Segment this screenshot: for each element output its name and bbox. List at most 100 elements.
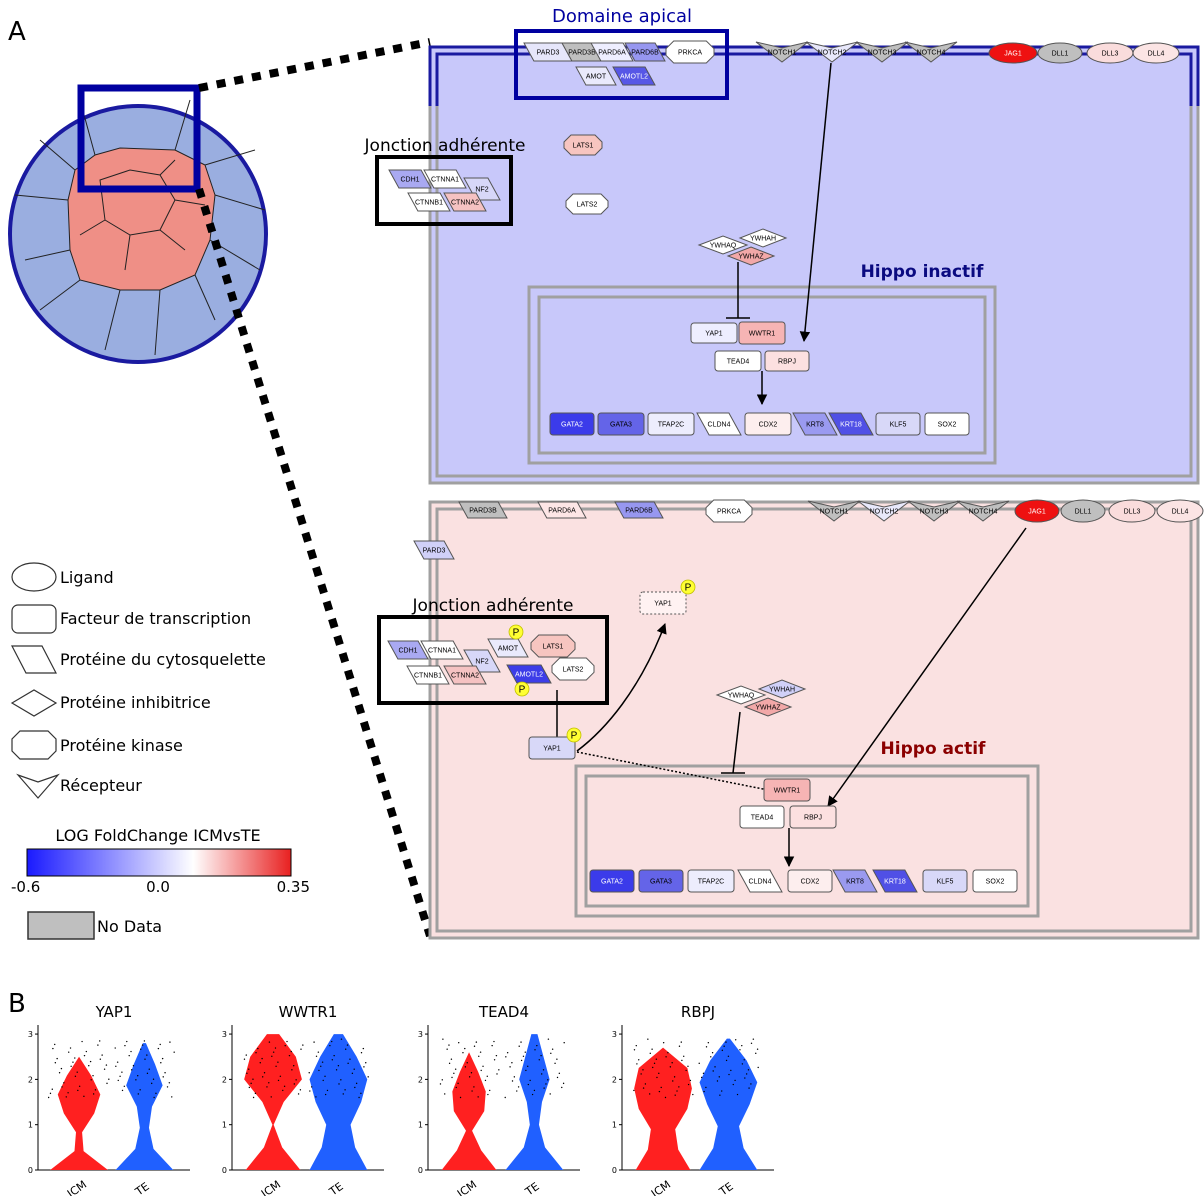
data-point bbox=[453, 1072, 455, 1075]
node-sox2-b: SOX2 bbox=[972, 869, 1018, 893]
node-label: TEAD4 bbox=[751, 815, 774, 822]
data-point bbox=[658, 1072, 660, 1075]
node-label: PARD3B bbox=[469, 508, 497, 515]
data-point bbox=[687, 1083, 690, 1086]
data-point bbox=[533, 1089, 536, 1092]
data-point bbox=[117, 1079, 119, 1082]
data-point bbox=[547, 1079, 549, 1081]
data-point bbox=[450, 1058, 453, 1060]
data-point bbox=[538, 1059, 540, 1061]
data-point bbox=[268, 1041, 271, 1043]
data-point bbox=[651, 1048, 653, 1050]
y-tick-label: 2 bbox=[418, 1075, 423, 1084]
data-point bbox=[680, 1041, 682, 1043]
bottom-junction-box bbox=[377, 615, 609, 705]
data-point bbox=[741, 1044, 743, 1047]
data-point bbox=[692, 1093, 694, 1096]
violin-te bbox=[309, 1034, 368, 1170]
data-point bbox=[714, 1066, 716, 1068]
y-tick-label: 0 bbox=[28, 1166, 33, 1175]
group-label: TE bbox=[522, 1180, 542, 1196]
data-point bbox=[504, 1096, 506, 1099]
data-point bbox=[54, 1043, 56, 1046]
data-point bbox=[656, 1076, 658, 1079]
group-label: ICM bbox=[65, 1178, 89, 1196]
phospho-marker: P bbox=[680, 579, 696, 595]
data-point bbox=[49, 1092, 52, 1095]
data-point bbox=[642, 1069, 644, 1071]
node-krt18-t: KRT18 bbox=[828, 412, 874, 436]
violin-icm bbox=[244, 1034, 302, 1170]
top-nucleus bbox=[527, 285, 997, 465]
data-point bbox=[128, 1054, 130, 1057]
node-pard6b-t: PARD6B bbox=[624, 42, 666, 62]
apical-domain-box bbox=[514, 29, 729, 100]
node-label: PARD6B bbox=[631, 50, 659, 57]
data-point bbox=[358, 1096, 360, 1099]
hippo-inactive-label: Hippo inactif bbox=[861, 262, 984, 282]
data-point bbox=[462, 1052, 464, 1054]
receptor-shape-icon bbox=[16, 773, 60, 799]
data-point bbox=[360, 1052, 363, 1054]
data-point bbox=[520, 1059, 523, 1062]
node-krt8-t: KRT8 bbox=[792, 412, 838, 436]
node-notch3-b: NOTCH3 bbox=[907, 500, 961, 522]
data-point bbox=[660, 1086, 662, 1089]
node-label: GATA3 bbox=[650, 879, 672, 886]
node-pard6b-b: PARD6B bbox=[614, 501, 664, 519]
inner-cell-mass bbox=[67, 147, 216, 291]
data-point bbox=[543, 1087, 545, 1089]
node-ctnnb1-t: CTNNB1 bbox=[407, 192, 451, 212]
node-nf2-b: NF2 bbox=[463, 649, 501, 673]
data-point bbox=[291, 1069, 293, 1071]
data-point bbox=[78, 1085, 81, 1088]
data-point bbox=[144, 1058, 146, 1060]
data-point bbox=[734, 1039, 737, 1041]
data-point bbox=[536, 1044, 538, 1047]
data-point bbox=[119, 1075, 121, 1077]
data-point bbox=[473, 1086, 475, 1088]
data-point bbox=[333, 1054, 335, 1057]
data-point bbox=[90, 1079, 92, 1081]
violin-icm bbox=[634, 1047, 692, 1170]
data-point bbox=[77, 1089, 79, 1092]
node-amot-b: AMOT bbox=[487, 638, 529, 658]
node-label: DLL1 bbox=[1052, 51, 1069, 58]
data-point bbox=[321, 1061, 324, 1063]
data-point bbox=[524, 1051, 526, 1053]
data-point bbox=[466, 1062, 468, 1064]
data-point bbox=[676, 1090, 678, 1092]
legend-item-cytoskeleton: Protéine du cytosquelette bbox=[11, 645, 266, 674]
node-tfap2c-t: TFAP2C bbox=[647, 412, 695, 436]
data-point bbox=[248, 1086, 251, 1089]
data-point bbox=[732, 1083, 734, 1086]
data-point bbox=[161, 1057, 164, 1060]
node-label: NOTCH1 bbox=[820, 509, 849, 516]
node-ywhaq-b: YWHAQ bbox=[715, 685, 767, 705]
data-point bbox=[68, 1051, 70, 1053]
data-point bbox=[703, 1090, 705, 1093]
top-panel: Domaine apical Jonction adhérente Hippo … bbox=[364, 6, 1200, 485]
node-notch4-b: NOTCH4 bbox=[956, 500, 1010, 522]
data-point bbox=[681, 1059, 683, 1062]
data-point bbox=[725, 1041, 727, 1043]
data-point bbox=[741, 1063, 744, 1065]
data-point bbox=[320, 1065, 322, 1067]
y-tick-label: 3 bbox=[28, 1030, 33, 1039]
data-point bbox=[664, 1096, 667, 1099]
node-label: KLF5 bbox=[937, 879, 954, 886]
node-label: JAG1 bbox=[1028, 509, 1046, 516]
data-point bbox=[475, 1041, 478, 1043]
data-point bbox=[282, 1089, 284, 1092]
data-point bbox=[509, 1066, 511, 1068]
data-point bbox=[517, 1086, 520, 1088]
data-point bbox=[640, 1073, 642, 1075]
violin-te bbox=[505, 1034, 564, 1170]
data-point bbox=[486, 1075, 488, 1077]
node-cdx2-t: CDX2 bbox=[744, 412, 792, 436]
data-point bbox=[678, 1045, 681, 1047]
zoom-connectors bbox=[195, 38, 434, 938]
data-point bbox=[331, 1040, 333, 1043]
node-ctnna2-t: CTNNA2 bbox=[443, 192, 487, 212]
